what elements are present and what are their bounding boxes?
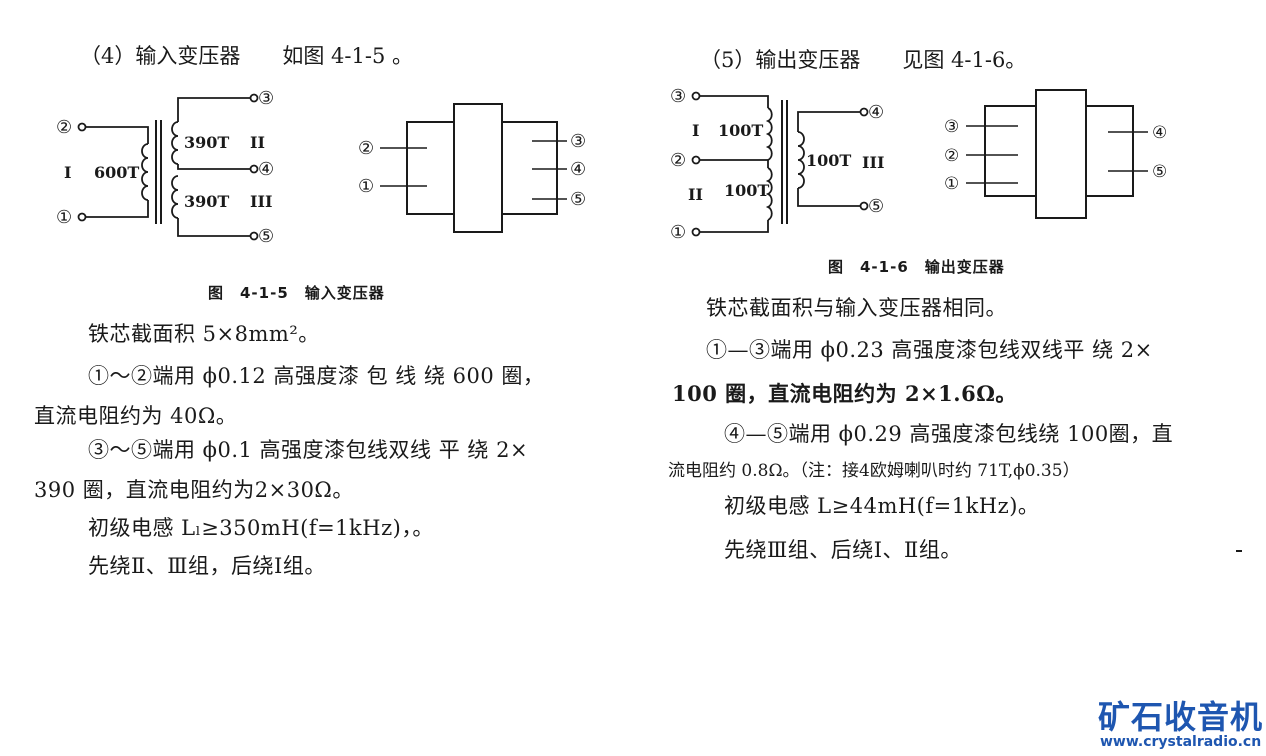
right-heading: （5）输出变压器 见图 4-1-6。 — [700, 48, 1027, 72]
left-line-2: ①～②端用 ϕ0.12 高强度漆 包 线 绕 600 圈， — [88, 364, 545, 388]
bobbin-pin-2: ② — [358, 138, 374, 159]
pin-2-label: ② — [56, 117, 72, 138]
sec-turns: 100T — [806, 151, 851, 170]
prim2-turns: 100T — [724, 181, 769, 200]
bobbin-pin-2: ② — [944, 146, 959, 166]
left-line-6: 初级电感 Lₗ≥350mH(f=1kHz)，。 — [88, 516, 434, 540]
prim2-roman: II — [688, 185, 703, 204]
primary-roman: I — [64, 163, 71, 182]
site-url: www.crystalradio.cn — [1100, 734, 1262, 750]
right-line-2: ①—③端用 ϕ0.23 高强度漆包线双线平 绕 2× — [706, 338, 1153, 362]
pin-5-label: ⑤ — [868, 196, 884, 217]
prim1-turns: 100T — [718, 121, 763, 140]
pin-3-label: ③ — [670, 86, 686, 107]
bobbin-pin-5: ⑤ — [570, 189, 586, 210]
sec1-roman: II — [250, 133, 265, 152]
right-figure-caption: 图 4-1-6 输出变压器 — [828, 258, 1005, 276]
left-line-5: 390 圈，直流电阻约为2×30Ω。 — [34, 478, 354, 502]
left-line-4: ③～⑤端用 ϕ0.1 高强度漆包线双线 平 绕 2× — [88, 438, 529, 462]
sec2-turns: 390T — [184, 192, 229, 211]
left-figure-caption: 图 4-1-5 输入变压器 — [208, 284, 385, 302]
left-line-7: 先绕Ⅱ、Ⅲ组，后绕Ⅰ组。 — [88, 554, 326, 578]
pin-4-label: ④ — [258, 159, 274, 180]
bobbin-pin-1: ① — [944, 174, 959, 194]
pin-3-label: ③ — [258, 88, 274, 109]
sec1-turns: 390T — [184, 133, 229, 152]
pin-2-label: ② — [670, 150, 686, 171]
site-logo: 矿石收音机 — [1098, 698, 1264, 736]
bobbin-pin-3: ③ — [570, 131, 586, 152]
left-line-3: 直流电阻约为 40Ω。 — [34, 404, 238, 428]
left-line-1: 铁芯截面积 5×8mm²。 — [88, 322, 320, 346]
sec2-roman: III — [250, 192, 272, 211]
bobbin-pin-4: ④ — [1152, 123, 1167, 143]
sec-roman: III — [862, 153, 884, 172]
bobbin-pin-3: ③ — [944, 117, 959, 137]
stray-mark — [1236, 550, 1242, 552]
bobbin-pin-1: ① — [358, 176, 374, 197]
pin-4-label: ④ — [868, 102, 884, 123]
right-line-6: 初级电感 L≥44mH(f=1kHz)。 — [724, 494, 1040, 518]
bobbin-pin-4: ④ — [570, 159, 586, 180]
output-transformer-bobbin: ③ ② ① ④ ⑤ — [944, 89, 1167, 219]
right-line-7: 先绕Ⅲ组、后绕Ⅰ、Ⅱ组。 — [724, 538, 962, 562]
pin-1-label: ① — [670, 222, 686, 243]
pin-5-label: ⑤ — [258, 226, 274, 247]
input-transformer-bobbin: ② ① ③ ④ ⑤ — [358, 103, 586, 233]
output-transformer-schematic: ③ ② ① ④ ⑤ I 100T II 100T 100T III — [670, 86, 884, 243]
left-heading: （4）输入变压器 如图 4-1-5 。 — [80, 44, 413, 68]
primary-turns: 600T — [94, 163, 139, 182]
prim1-roman: I — [692, 121, 699, 140]
right-line-1: 铁芯截面积与输入变压器相同。 — [706, 296, 1007, 320]
right-line-5: 流电阻约 0.8Ω。（注：接4欧姆喇叭时约 71T,ϕ0.35） — [668, 461, 1080, 481]
pin-1-label: ① — [56, 207, 72, 228]
input-transformer-schematic: ② ① ③ ④ ⑤ I 600T 390T II 390T III — [56, 88, 274, 247]
right-line-3: 100 圈，直流电阻约为 2×1.6Ω。 — [672, 381, 1017, 406]
right-line-4: ④—⑤端用 ϕ0.29 高强度漆包线绕 100圈，直 — [724, 422, 1174, 446]
bobbin-pin-5: ⑤ — [1152, 162, 1167, 182]
